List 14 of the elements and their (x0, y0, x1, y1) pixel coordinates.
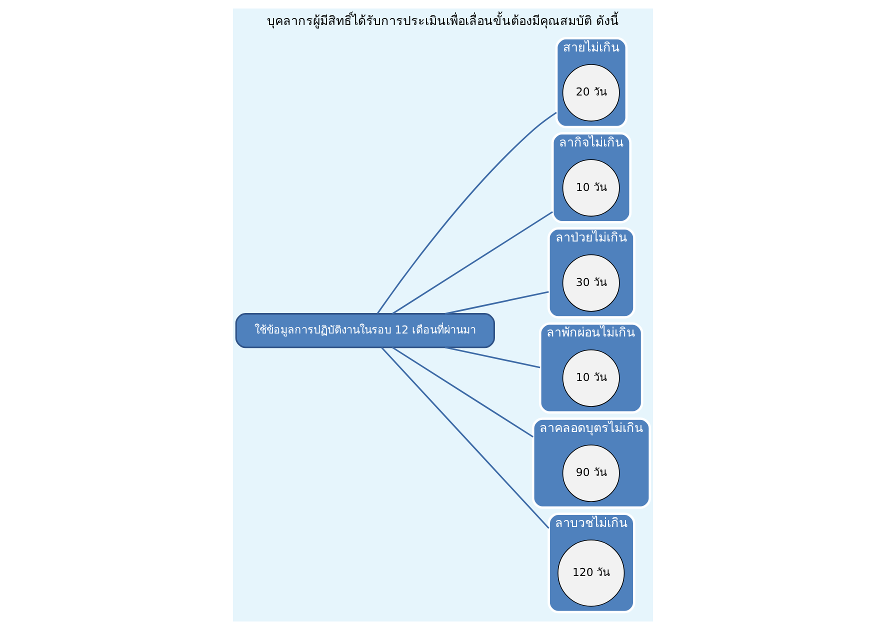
connector (376, 112, 557, 314)
node-box: ใช้ข้อมูลการปฏิบัติงานในรอบ 12 เดือนที่ผ่านมา (235, 313, 495, 348)
diagram-title: บุคลากรผู้มีสิทธิ์ได้รับการประเมินเพื่อเลื่อนขั้นต้องมีคุณสมบัติ ดังนี้ (267, 12, 619, 28)
node-circle: 120 วัน (558, 540, 625, 607)
connector (444, 291, 549, 315)
node-circle: 10 วัน (562, 349, 620, 407)
node-circle: 90 วัน (562, 444, 620, 502)
node-circle: 30 วัน (562, 254, 620, 312)
connector (392, 211, 553, 314)
connector (392, 346, 534, 438)
node-circle: 10 วัน (562, 159, 620, 217)
connector (381, 347, 550, 529)
connector (444, 346, 540, 368)
node-circle: 20 วัน (562, 64, 620, 122)
